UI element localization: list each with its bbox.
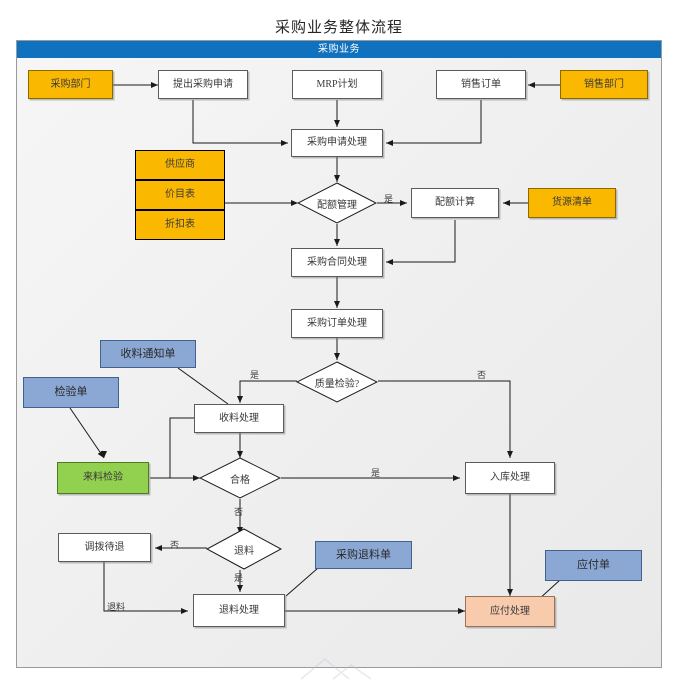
node-quota-mgmt[interactable]: 配额管理 <box>297 182 377 224</box>
node-qualified[interactable]: 合格 <box>199 457 281 499</box>
node-return-process[interactable]: 退料处理 <box>193 594 285 627</box>
node-request-process[interactable]: 采购申请处理 <box>291 129 383 157</box>
node-contract-process[interactable]: 采购合同处理 <box>291 248 383 277</box>
watermark <box>300 657 372 680</box>
edge-label-quality-no: 否 <box>477 370 487 380</box>
node-supplier[interactable]: 供应商 <box>135 150 225 180</box>
edge-label-qualified-yes: 是 <box>371 468 381 478</box>
node-receipt-process[interactable]: 收料处理 <box>194 404 284 433</box>
node-purchase-return-doc[interactable]: 采购退料单 <box>315 541 412 569</box>
edge-label-quota-yes: 是 <box>384 194 394 204</box>
swimlane-header: 采购业务 <box>17 41 661 58</box>
node-inspection-sheet[interactable]: 检验单 <box>23 377 119 408</box>
node-sales-order[interactable]: 销售订单 <box>436 70 526 99</box>
node-receipt-notice[interactable]: 收料通知单 <box>100 340 196 368</box>
node-stock-in-process[interactable]: 入库处理 <box>465 462 555 494</box>
node-mrp-plan[interactable]: MRP计划 <box>292 70 382 99</box>
node-raise-request[interactable]: 提出采购申请 <box>158 70 248 99</box>
node-discount-list[interactable]: 折扣表 <box>135 210 225 240</box>
node-payable-process[interactable]: 应付处理 <box>465 596 555 627</box>
node-price-list[interactable]: 价目表 <box>135 180 225 210</box>
edge-label-quality-yes: 是 <box>250 370 260 380</box>
node-purchasing-dept[interactable]: 采购部门 <box>28 70 113 99</box>
node-sales-dept[interactable]: 销售部门 <box>560 70 648 99</box>
edge-label-return-material-flow: 退料 <box>107 602 126 612</box>
node-quota-calc[interactable]: 配额计算 <box>411 188 499 218</box>
edge-label-return-yes: 是 <box>234 573 244 583</box>
node-transfer-pending[interactable]: 调拨待退 <box>58 533 151 562</box>
page-title: 采购业务整体流程 <box>274 20 403 36</box>
edge-label-return-no: 否 <box>170 540 180 550</box>
node-payable-doc[interactable]: 应付单 <box>545 550 642 581</box>
node-order-process[interactable]: 采购订单处理 <box>291 309 383 338</box>
edge-label-qualified-no: 否 <box>234 507 244 517</box>
node-incoming-inspection[interactable]: 来料检验 <box>57 462 149 494</box>
node-return-material[interactable]: 退料 <box>206 528 282 570</box>
node-quality-check[interactable]: 质量检验? <box>296 361 378 403</box>
node-source-list[interactable]: 货源清单 <box>528 188 616 218</box>
